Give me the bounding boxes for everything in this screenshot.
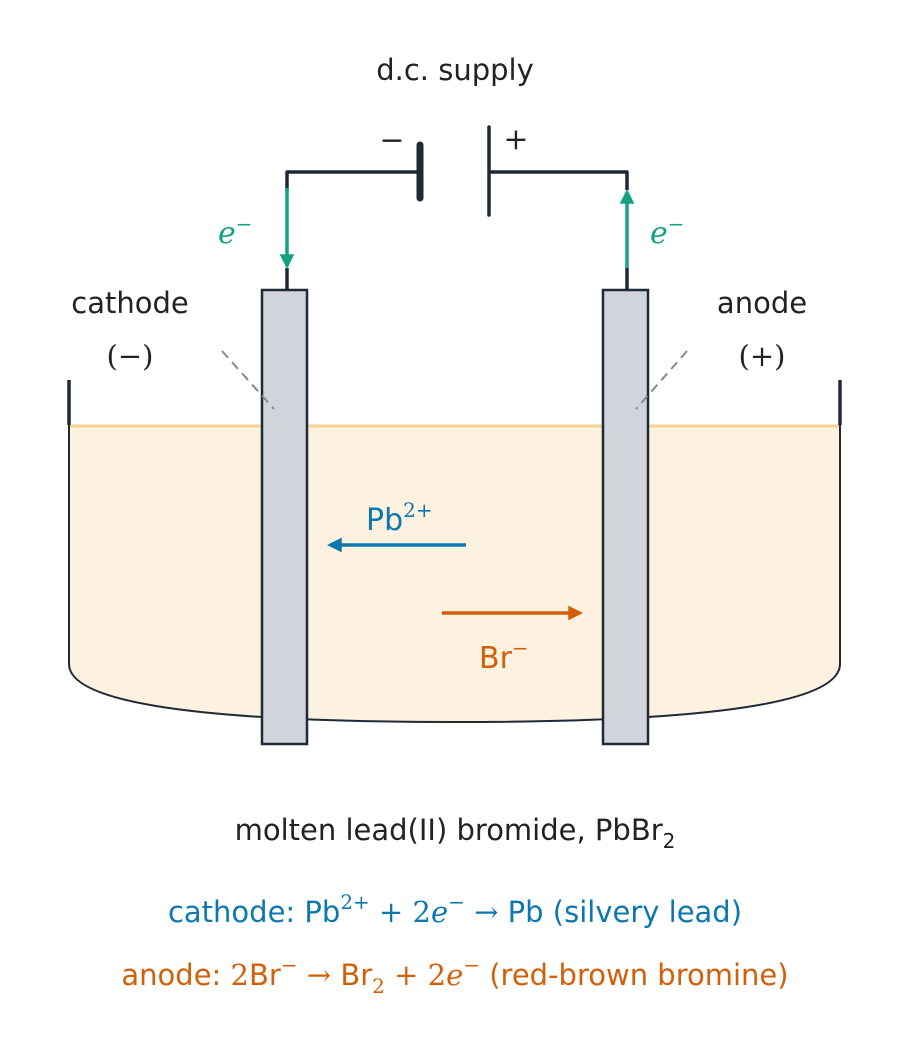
cathode-electrode	[260, 288, 309, 746]
molten-electrolyte	[69, 426, 840, 722]
cathode-half-equation: cathode: Pb2+ + 2e− → Pb (silvery lead)	[168, 890, 742, 929]
anode-label: anode	[717, 286, 807, 320]
battery-plus-sign: +	[503, 122, 528, 157]
electron-label-left: e−	[218, 212, 253, 251]
electrolyte-caption: molten lead(II) bromide, PbBr2	[235, 813, 676, 853]
wire-right	[489, 170, 629, 190]
anode-sign: (+)	[739, 339, 786, 373]
cathode-sign: (−)	[107, 339, 154, 373]
battery-minus-sign: −	[379, 123, 404, 158]
supply-label: d.c. supply	[376, 53, 534, 87]
cathode-leader-line	[221, 350, 275, 410]
electron-label-right: e−	[650, 212, 685, 251]
lead-ion-label: Pb2+	[366, 498, 433, 538]
wire-left	[285, 170, 420, 190]
container	[68, 380, 841, 724]
anode-leader-line	[635, 350, 688, 410]
anode-half-equation: anode: 2Br− → Br2 + 2e− (red-brown bromi…	[121, 953, 788, 998]
cathode-label: cathode	[71, 286, 188, 320]
bromide-ion-label: Br−	[479, 636, 529, 676]
anode-electrode	[601, 288, 650, 746]
battery-symbol	[416, 125, 491, 217]
